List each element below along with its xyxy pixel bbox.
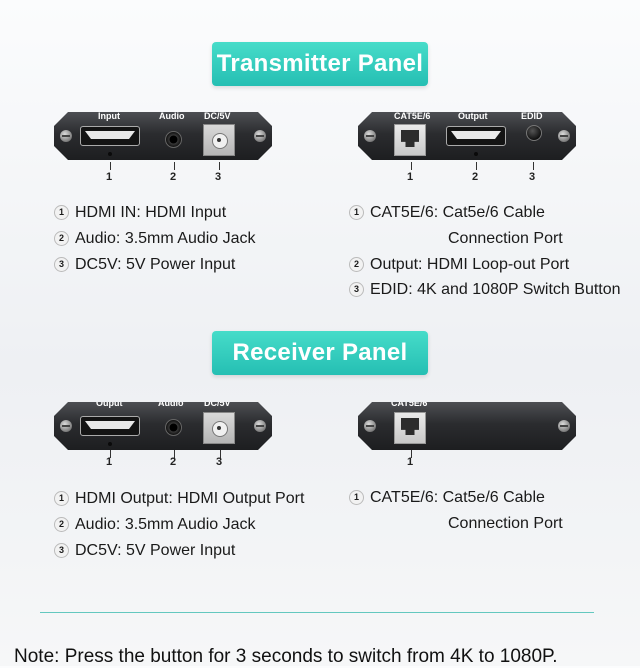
receiver-left-panel: Ouput Audio DC/5V	[54, 402, 272, 450]
list-item-continuation: Connection Port	[448, 230, 563, 247]
transmitter-left-panel: Input Audio DC/5V	[54, 112, 272, 160]
screw-icon	[364, 420, 376, 432]
port-label-cat5e: CAT5E/6	[391, 398, 428, 408]
port-label-dc: DC/5V	[204, 111, 231, 121]
callout-1: 1	[407, 456, 414, 468]
screw-icon	[60, 420, 72, 432]
callout-1: 1	[106, 171, 113, 183]
led-indicator	[108, 152, 112, 156]
port-label-audio: Audio	[159, 111, 185, 121]
port-label-input: Input	[98, 111, 120, 121]
callout-3: 3	[216, 456, 223, 468]
receiver-title: Receiver Panel	[212, 331, 428, 375]
port-label-edid: EDID	[521, 111, 543, 121]
receiver-right-panel: CAT5E/6	[358, 402, 576, 450]
dc-power-port-icon	[203, 412, 235, 444]
callout-3: 3	[529, 171, 536, 183]
port-label-output: Output	[458, 111, 488, 121]
led-indicator	[474, 152, 478, 156]
hdmi-port-icon	[446, 126, 506, 146]
screw-icon	[254, 130, 266, 142]
transmitter-right-panel: CAT5E/6 Output EDID	[358, 112, 576, 160]
screw-icon	[364, 130, 376, 142]
led-indicator	[108, 442, 112, 446]
rj45-port-icon	[394, 124, 426, 156]
note-text: Note: Press the button for 3 seconds to …	[14, 646, 558, 667]
callout-2: 2	[472, 171, 479, 183]
screw-icon	[558, 420, 570, 432]
audio-jack-icon	[165, 419, 182, 436]
screw-icon	[60, 130, 72, 142]
audio-jack-icon	[165, 131, 182, 148]
hdmi-port-icon	[80, 126, 140, 146]
port-label-output: Ouput	[96, 398, 123, 408]
port-label-cat5e: CAT5E/6	[394, 111, 431, 121]
list-item-continuation: Connection Port	[448, 515, 563, 532]
dc-power-port-icon	[203, 124, 235, 156]
screw-icon	[558, 130, 570, 142]
callout-2: 2	[170, 171, 177, 183]
callout-1: 1	[407, 171, 414, 183]
divider	[40, 612, 594, 613]
edid-switch-button-icon	[526, 125, 542, 141]
callout-2: 2	[170, 456, 177, 468]
port-label-audio: Audio	[158, 398, 184, 408]
hdmi-port-icon	[80, 416, 140, 436]
rj45-port-icon	[394, 412, 426, 444]
callout-1: 1	[106, 456, 113, 468]
port-label-dc: DC/5V	[204, 398, 231, 408]
screw-icon	[254, 420, 266, 432]
callout-3: 3	[215, 171, 222, 183]
transmitter-title: Transmitter Panel	[212, 42, 428, 86]
